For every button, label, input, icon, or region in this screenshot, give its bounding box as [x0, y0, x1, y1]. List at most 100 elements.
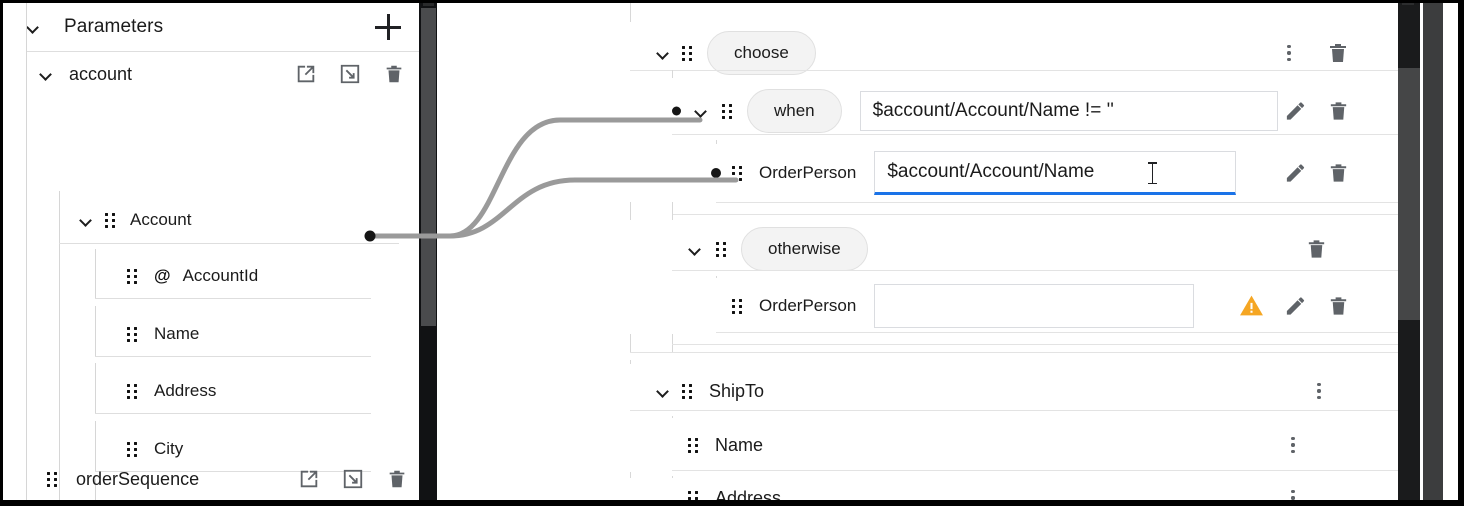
- chevron-down-icon[interactable]: [694, 104, 708, 118]
- when-expression-input[interactable]: $account/Account/Name != '': [859, 91, 1278, 131]
- tree-guide: [95, 249, 96, 299]
- group-label: ShipTo: [709, 380, 765, 401]
- page-right-margin: [1443, 0, 1458, 506]
- divider: [672, 270, 1398, 271]
- drag-handle-icon[interactable]: [127, 326, 138, 342]
- warning-icon[interactable]: [1239, 294, 1264, 319]
- kebab-menu-icon[interactable]: [1310, 382, 1328, 400]
- chevron-down-icon[interactable]: [688, 242, 702, 256]
- arrow-out-of-box-icon[interactable]: [339, 63, 361, 85]
- attribute-icon: @: [154, 266, 171, 285]
- divider: [95, 413, 371, 414]
- chevron-down-icon[interactable]: [656, 384, 670, 398]
- node-choose[interactable]: choose: [580, 22, 1398, 84]
- chevron-down-icon[interactable]: [656, 46, 670, 60]
- tree-node-label: Account: [130, 210, 192, 229]
- parameter-name: orderSequence: [76, 468, 200, 489]
- parameter-account-row[interactable]: account: [3, 51, 419, 97]
- trash-icon[interactable]: [1327, 295, 1350, 318]
- trash-icon[interactable]: [1327, 100, 1350, 123]
- node-label-otherwise[interactable]: otherwise: [741, 227, 868, 271]
- tree-field-city[interactable]: City: [3, 420, 419, 478]
- tree-field-label: Name: [154, 324, 200, 343]
- parameter-ordersequence-row[interactable]: orderSequence: [3, 453, 419, 505]
- drag-handle-icon[interactable]: [105, 212, 116, 228]
- drag-handle-icon[interactable]: [127, 441, 138, 457]
- field-label: Name: [715, 434, 764, 455]
- scrollbar-thumb[interactable]: [1398, 68, 1420, 320]
- field-label: OrderPerson: [759, 163, 857, 182]
- chevron-down-icon[interactable]: [26, 20, 40, 34]
- pencil-icon[interactable]: [1284, 295, 1307, 318]
- connector-dot: [672, 106, 681, 116]
- node-label-when[interactable]: when: [747, 89, 842, 133]
- text-cursor-icon: [1148, 162, 1157, 184]
- trash-icon[interactable]: [1326, 41, 1350, 65]
- scrollbar-thumb[interactable]: [421, 8, 436, 326]
- arrow-into-box-icon[interactable]: [298, 468, 320, 490]
- divider: [672, 344, 1398, 345]
- drag-handle-icon[interactable]: [127, 383, 138, 399]
- chevron-down-icon[interactable]: [79, 213, 93, 227]
- tree-guide: [95, 363, 96, 413]
- window-edge-left: [0, 0, 3, 506]
- drag-handle-icon[interactable]: [688, 437, 699, 453]
- trash-icon[interactable]: [1327, 162, 1350, 185]
- arrow-out-of-box-icon[interactable]: [342, 468, 364, 490]
- drag-handle-icon[interactable]: [722, 103, 733, 119]
- tree-guide: [95, 479, 96, 506]
- drag-handle-icon[interactable]: [47, 471, 58, 487]
- kebab-menu-icon[interactable]: [1284, 436, 1302, 454]
- add-parameter-button[interactable]: [375, 14, 401, 40]
- parameters-header: Parameters: [3, 3, 419, 51]
- orderperson-empty-input[interactable]: [874, 284, 1195, 328]
- tree-field-name[interactable]: Name: [3, 305, 419, 363]
- mapping-panel-scrollbar[interactable]: [1398, 0, 1420, 506]
- orderperson-value-input[interactable]: $account/Account/Name: [874, 151, 1237, 195]
- divider: [672, 470, 1398, 471]
- divider: [26, 51, 419, 52]
- pencil-icon[interactable]: [1284, 162, 1307, 185]
- parameters-panel: Parameters account: [0, 0, 419, 506]
- drag-handle-icon[interactable]: [732, 165, 743, 181]
- drag-handle-icon[interactable]: [682, 383, 693, 399]
- node-shipto-name[interactable]: Name: [580, 418, 1398, 472]
- drag-handle-icon[interactable]: [682, 45, 693, 61]
- outer-page-scrollbar[interactable]: [1423, 0, 1443, 506]
- tree-guide: [59, 191, 60, 506]
- canvas-gap: [437, 0, 580, 506]
- tree-field-address[interactable]: Address: [3, 362, 419, 420]
- tree-field-label: Address: [154, 381, 217, 400]
- drag-handle-icon[interactable]: [716, 241, 727, 257]
- mapping-panel: choose when $account/: [580, 0, 1398, 506]
- divider: [95, 356, 371, 357]
- node-shipto[interactable]: ShipTo: [580, 364, 1398, 418]
- node-label-choose[interactable]: choose: [707, 31, 816, 75]
- divider: [630, 352, 1398, 353]
- node-orderperson-otherwise[interactable]: OrderPerson: [580, 278, 1398, 334]
- trash-icon[interactable]: [386, 468, 408, 490]
- divider: [672, 134, 1398, 135]
- tree-node-account[interactable]: Account: [3, 195, 419, 245]
- chevron-down-icon[interactable]: [39, 67, 53, 81]
- drag-handle-icon[interactable]: [127, 268, 138, 284]
- node-orderperson-when[interactable]: OrderPerson $account/Account/Name: [580, 144, 1398, 202]
- pencil-icon[interactable]: [1284, 100, 1307, 123]
- tree-field-accountid[interactable]: @ AccountId: [3, 247, 419, 305]
- divider: [630, 410, 1398, 411]
- trash-icon[interactable]: [383, 63, 405, 85]
- tree-guide: [630, 0, 631, 18]
- trash-icon[interactable]: [1305, 238, 1328, 261]
- tree-field-label: City: [154, 439, 184, 458]
- divider: [95, 298, 371, 299]
- arrow-into-box-icon[interactable]: [295, 63, 317, 85]
- tree-guide: [95, 421, 96, 471]
- divider: [59, 243, 399, 244]
- node-when[interactable]: when $account/Account/Name != '': [580, 78, 1398, 144]
- panel-edge-guide: [26, 3, 27, 506]
- left-panel-scrollbar[interactable]: [419, 0, 437, 506]
- drag-handle-icon[interactable]: [732, 298, 743, 314]
- kebab-menu-icon[interactable]: [1280, 44, 1298, 62]
- tree-field-label: AccountId: [182, 266, 259, 285]
